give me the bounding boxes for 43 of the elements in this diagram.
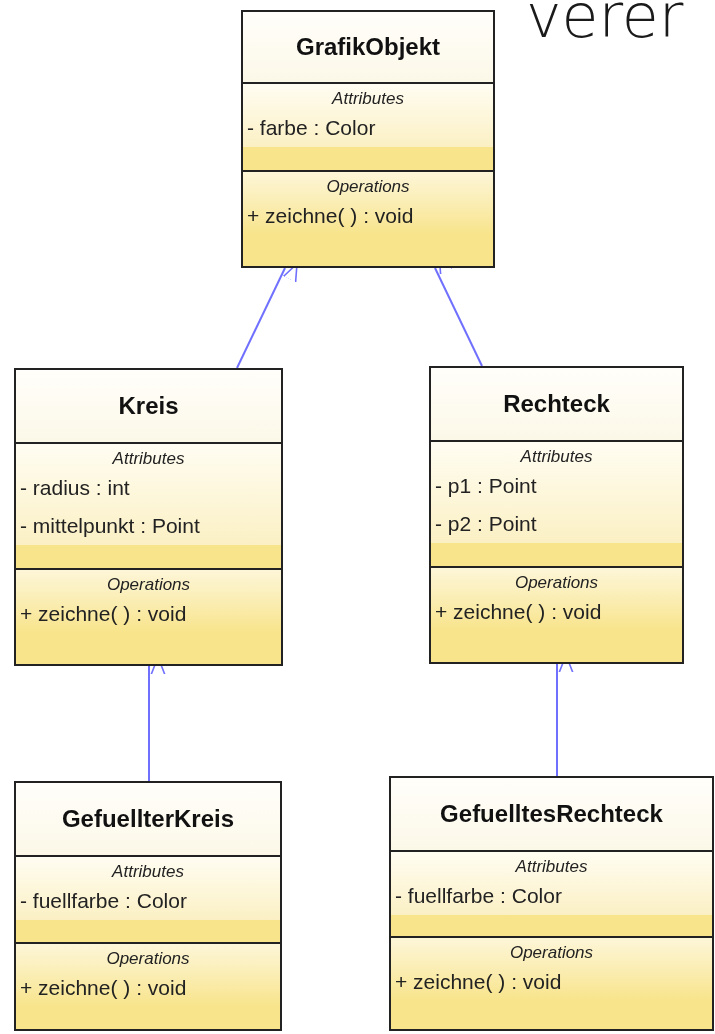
class-name: GrafikObjekt — [295, 32, 440, 62]
class-box — [241, 10, 495, 268]
compartment-heading: Attributes — [520, 446, 593, 468]
attribute-text: - p1 : Point — [435, 473, 537, 500]
compartment-heading: Operations — [106, 948, 190, 970]
attribute-text: - radius : int — [20, 475, 130, 502]
operation-text: + zeichne( ) : void — [20, 975, 187, 1002]
compartment-heading: Operations — [509, 942, 594, 964]
operations-compartment — [431, 566, 682, 632]
attribute-text: - farbe : Color — [247, 115, 376, 142]
class-name: Rechteck — [503, 389, 610, 419]
class-name: Kreis — [118, 391, 179, 421]
attribute-text: - mittelpunkt : Point — [20, 513, 200, 540]
compartment-heading: Operations — [106, 574, 191, 596]
attributes-compartment — [431, 440, 682, 544]
operation-text: + zeichne( ) : void — [395, 969, 562, 996]
class-box — [389, 776, 714, 1031]
attributes-compartment — [16, 855, 280, 921]
attribute-text: - p2 : Point — [435, 511, 537, 538]
class-box — [14, 781, 282, 1031]
class-name: GefuellterKreis — [61, 804, 235, 834]
operation-text: + zeichne( ) : void — [435, 599, 602, 626]
compartment-heading: Attributes — [112, 448, 185, 470]
attribute-text: - fuellfarbe : Color — [20, 888, 187, 915]
operations-compartment — [391, 936, 712, 1002]
compartment-heading: Operations — [326, 176, 410, 198]
compartment-heading: Attributes — [515, 856, 588, 878]
class-name: GefuelltesRechteck — [440, 799, 663, 829]
compartment-heading: Attributes — [332, 88, 404, 110]
compartment-heading: Operations — [514, 572, 599, 594]
operations-compartment — [16, 568, 281, 634]
operations-compartment — [16, 942, 280, 1008]
attributes-compartment — [243, 82, 493, 148]
class-box — [14, 368, 283, 666]
compartment-heading: Attributes — [112, 861, 184, 883]
operation-text: + zeichne( ) : void — [20, 601, 187, 628]
attributes-compartment — [391, 850, 712, 916]
operations-compartment — [243, 170, 493, 236]
attributes-compartment — [16, 442, 281, 546]
class-box — [429, 366, 684, 664]
operation-text: + zeichne( ) : void — [247, 203, 414, 230]
heading-text: verer — [526, 0, 684, 46]
attribute-text: - fuellfarbe : Color — [395, 883, 562, 910]
